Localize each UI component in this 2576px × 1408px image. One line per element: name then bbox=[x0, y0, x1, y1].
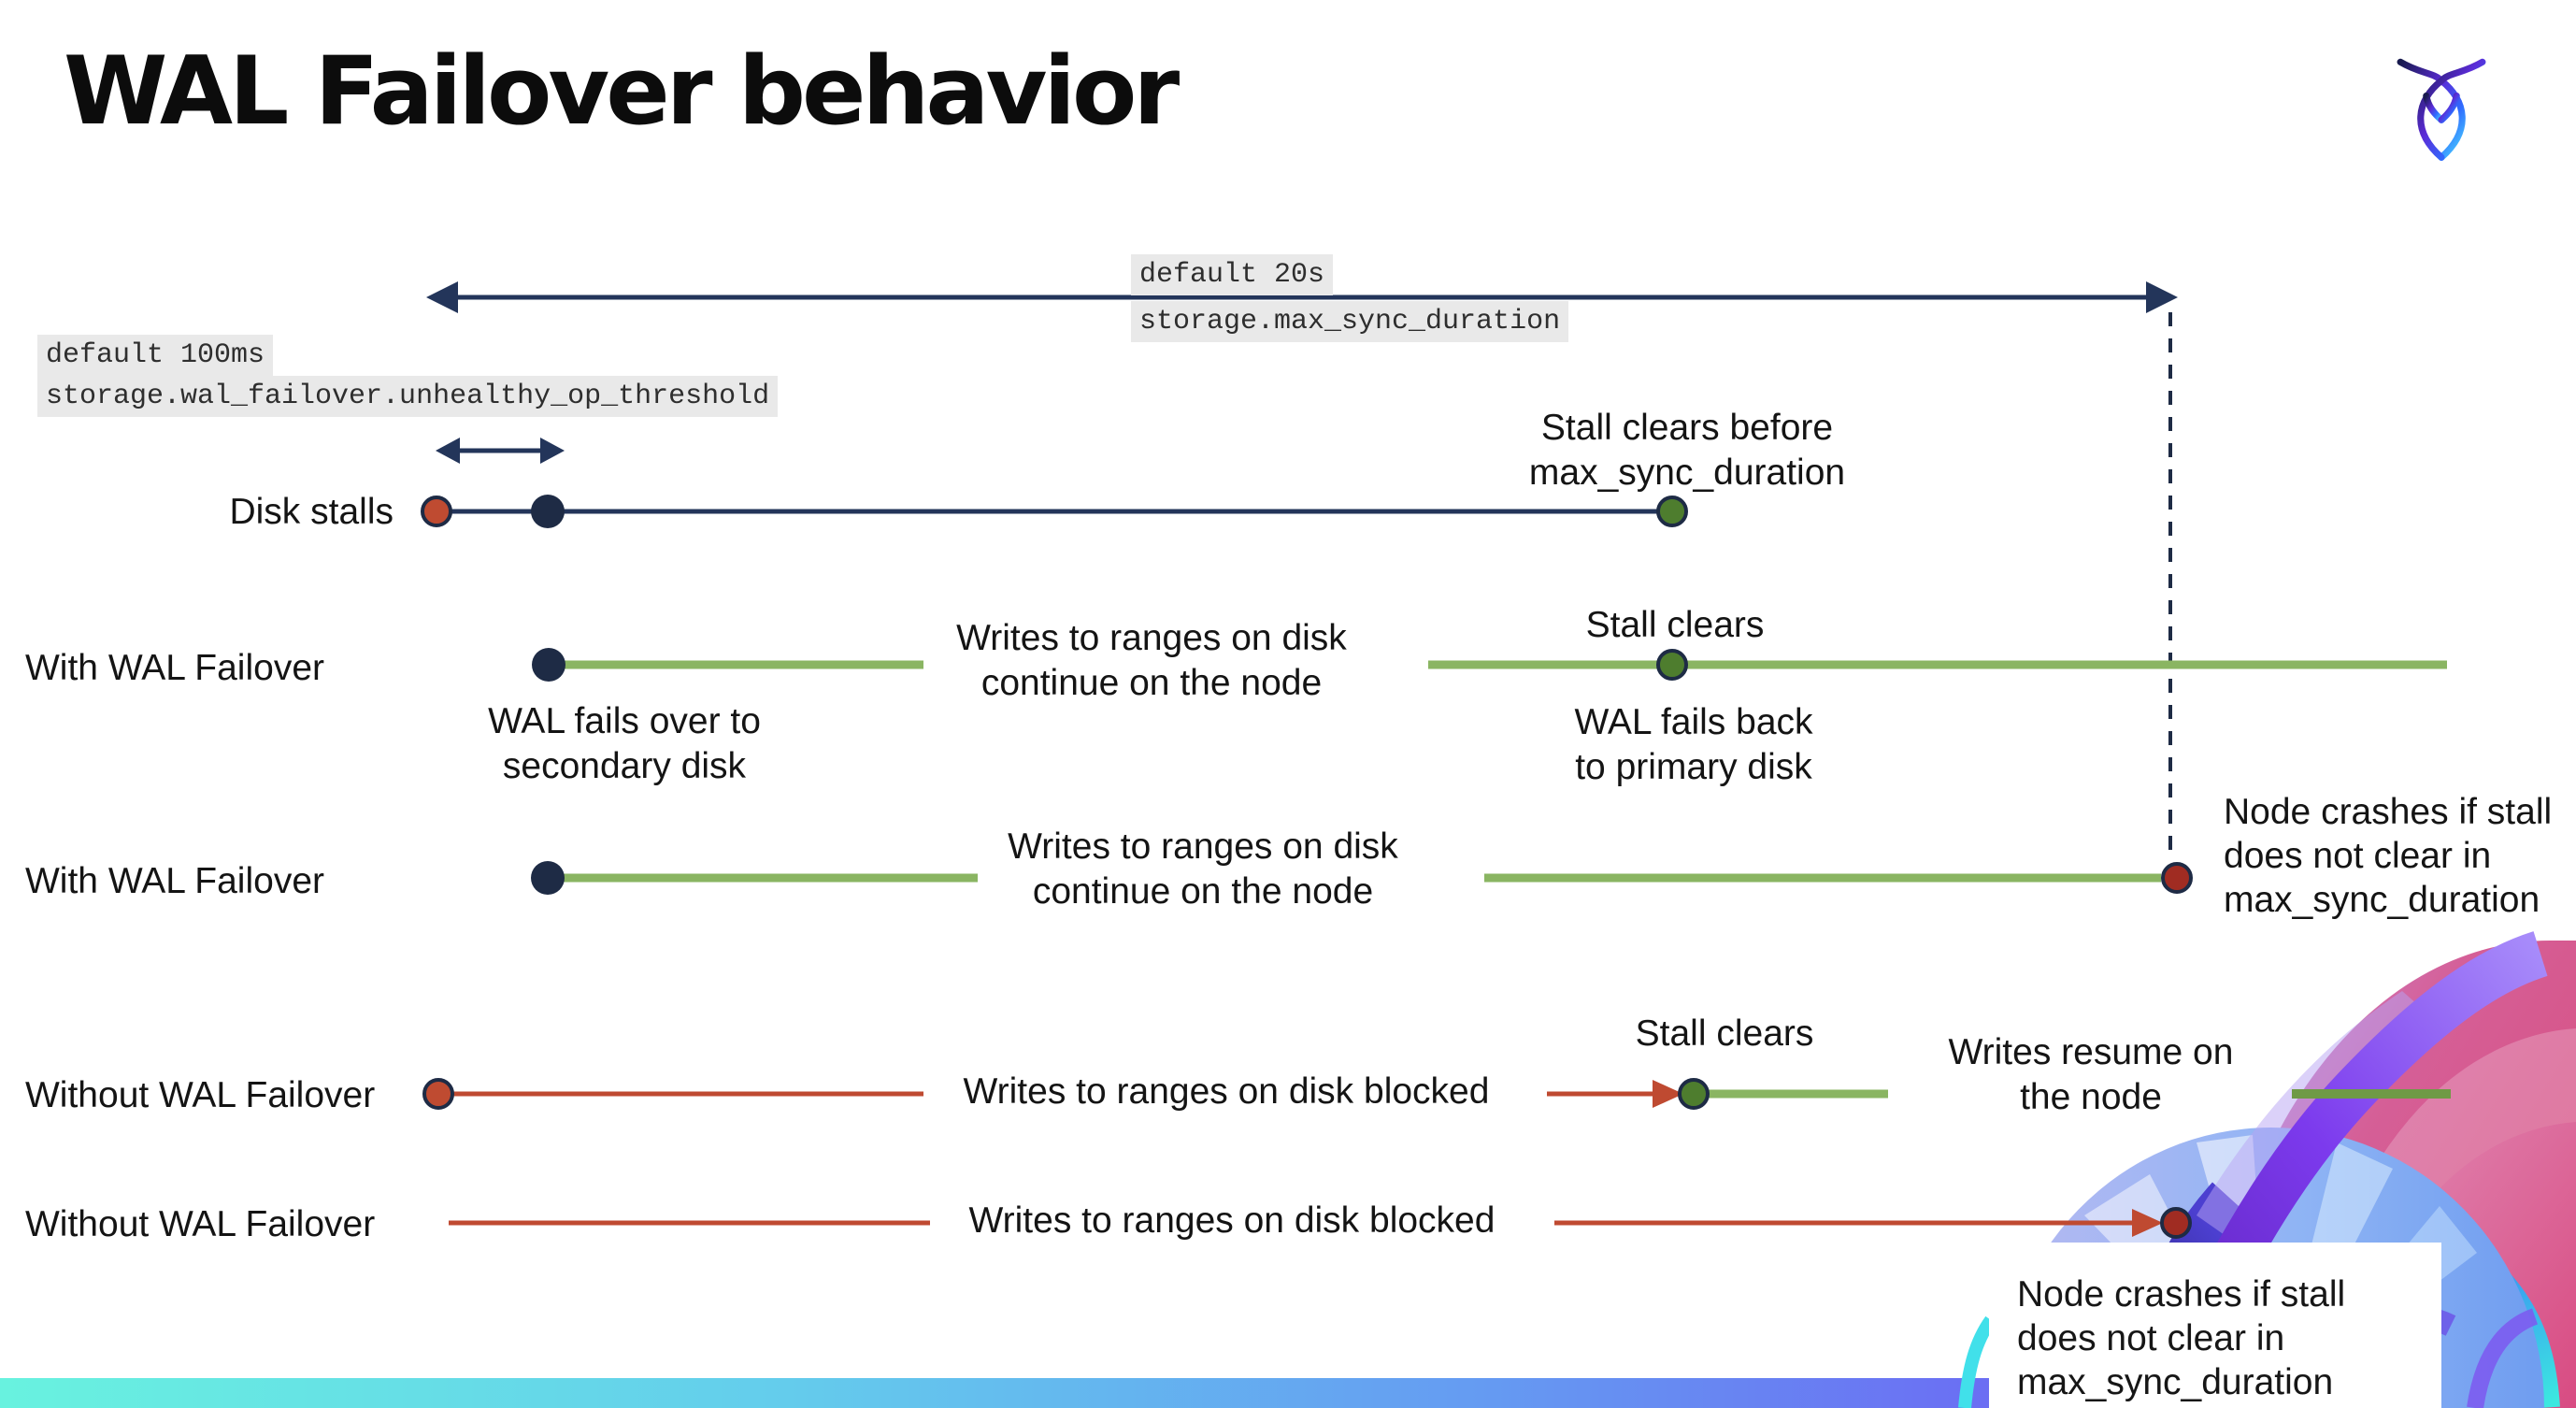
timeline-row-without-failover-clears bbox=[422, 1078, 2451, 1110]
unhealthy-op-setting-name: storage.wal_failover.unhealthy_op_thresh… bbox=[37, 376, 779, 417]
timeline-row-without-failover-crash bbox=[449, 1207, 2192, 1239]
timeline-row-with-failover-crash bbox=[531, 861, 2193, 895]
brand-thin-arch bbox=[2467, 1308, 2539, 1408]
disk-stall-start-dot bbox=[422, 1078, 454, 1110]
stall-clears-dot bbox=[1656, 496, 1688, 527]
row-label-with-wal-failover: With WAL Failover bbox=[25, 861, 324, 901]
stall-clears-dot bbox=[1678, 1078, 1710, 1110]
writes-blocked-note: Writes to ranges on disk blocked bbox=[968, 1200, 1496, 1241]
max-sync-default-label: default 20s bbox=[1131, 254, 1334, 295]
node-crash-note: Node crashes if stall does not clear in … bbox=[2224, 792, 2553, 920]
red-arrowhead-icon bbox=[1653, 1080, 1683, 1108]
failover-threshold-dot bbox=[531, 495, 565, 528]
arrowhead-right-icon bbox=[540, 438, 565, 464]
stall-clears-note: Stall clears bbox=[1585, 605, 1765, 645]
writes-resume-note: Writes resume on the node bbox=[1948, 1032, 2234, 1117]
node-crash-dot bbox=[2160, 1207, 2192, 1239]
row-label-without-wal-failover: Without WAL Failover bbox=[25, 1075, 376, 1115]
timeline-row-disk-stalls bbox=[421, 495, 1688, 528]
writes-continue-note: Writes to ranges on disk continue on the… bbox=[956, 618, 1347, 703]
cockroachdb-logo-icon bbox=[2397, 58, 2486, 161]
timeline-row-with-failover-clears bbox=[532, 648, 2447, 682]
arrowhead-left-icon bbox=[426, 281, 458, 313]
node-crash-note: Node crashes if stall bbox=[2017, 1274, 2346, 1315]
writes-blocked-note: Writes to ranges on disk blocked bbox=[963, 1071, 1490, 1112]
unhealthy-op-default-label: default 100ms bbox=[37, 335, 274, 376]
red-arrowhead-icon bbox=[2132, 1209, 2163, 1237]
failover-start-dot bbox=[532, 648, 565, 682]
failback-to-primary-note: WAL fails back to primary disk bbox=[1574, 702, 1813, 787]
brand-teal-sliver bbox=[1958, 1315, 1996, 1408]
writes-continue-note: Writes to ranges on disk continue on the… bbox=[1008, 826, 1398, 912]
arrowhead-right-icon bbox=[2146, 281, 2178, 313]
row-label-with-wal-failover: With WAL Failover bbox=[25, 648, 324, 688]
disk-stall-start-dot bbox=[421, 496, 452, 527]
node-crash-dot bbox=[2161, 862, 2193, 894]
unhealthy-op-threshold-arrow bbox=[436, 438, 565, 464]
failover-start-dot bbox=[531, 861, 565, 895]
failover-to-secondary-note: WAL fails over to secondary disk bbox=[488, 701, 761, 786]
crash-note-box: Node crashes if stall does not clear in … bbox=[1989, 1243, 2441, 1408]
stall-clears-before-note: Stall clears before max_sync_duration bbox=[1528, 408, 1846, 493]
page-title: WAL Failover behavior bbox=[64, 36, 1180, 146]
row-label-without-wal-failover: Without WAL Failover bbox=[25, 1204, 376, 1244]
max-sync-setting-name: storage.max_sync_duration bbox=[1131, 301, 1569, 342]
arrowhead-left-icon bbox=[436, 438, 460, 464]
row-label-disk-stalls: Disk stalls bbox=[229, 492, 394, 532]
max-sync-duration-arrow bbox=[426, 281, 2178, 313]
stall-clears-note: Stall clears bbox=[1635, 1013, 1814, 1054]
stall-clears-dot bbox=[1656, 649, 1688, 681]
